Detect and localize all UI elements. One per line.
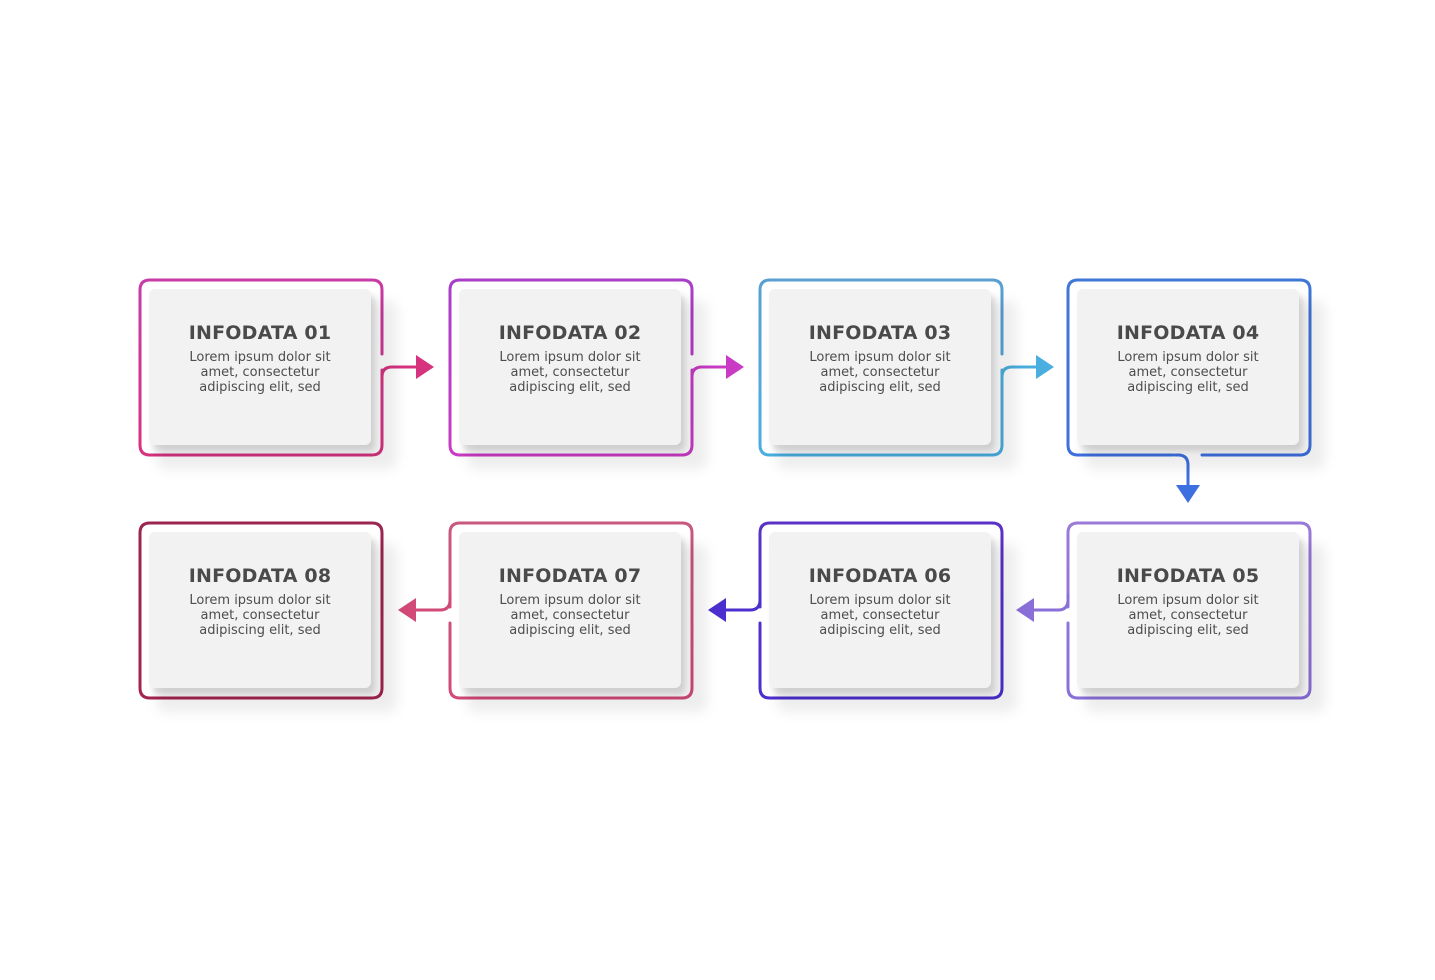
connector-line-4 — [1173, 453, 1190, 487]
card-panel: INFODATA 06 Lorem ipsum dolor sit amet, … — [769, 532, 991, 688]
step-title: INFODATA 02 — [498, 322, 642, 344]
connector-line-3 — [1000, 365, 1038, 386]
step-card-7: INFODATA 07 Lorem ipsum dolor sit amet, … — [449, 522, 707, 712]
step-card-8: INFODATA 08 Lorem ipsum dolor sit amet, … — [139, 522, 397, 712]
arrow-head-icon — [416, 355, 434, 379]
step-card-4: INFODATA 04 Lorem ipsum dolor sit amet, … — [1067, 279, 1325, 469]
card-panel: INFODATA 07 Lorem ipsum dolor sit amet, … — [459, 532, 681, 688]
step-frame-7 — [448, 521, 694, 700]
step-title: INFODATA 08 — [188, 565, 332, 587]
step-frame-6 — [758, 521, 1004, 700]
step-card-6: INFODATA 06 Lorem ipsum dolor sit amet, … — [759, 522, 1017, 712]
card-panel: INFODATA 03 Lorem ipsum dolor sit amet, … — [769, 289, 991, 445]
step-title: INFODATA 04 — [1116, 322, 1260, 344]
step-frame-1 — [138, 278, 384, 457]
arrow-head-icon — [1176, 485, 1200, 503]
connector-line-2 — [690, 365, 728, 386]
step-description: Lorem ipsum dolor sit amet, consectetur … — [189, 350, 331, 395]
connector-line-1 — [380, 365, 418, 386]
card-panel: INFODATA 01 Lorem ipsum dolor sit amet, … — [149, 289, 371, 445]
card-panel: INFODATA 08 Lorem ipsum dolor sit amet, … — [149, 532, 371, 688]
step-card-3: INFODATA 03 Lorem ipsum dolor sit amet, … — [759, 279, 1017, 469]
step-description: Lorem ipsum dolor sit amet, consectetur … — [189, 593, 331, 638]
arrow-head-icon — [1036, 355, 1054, 379]
step-description: Lorem ipsum dolor sit amet, consectetur … — [1117, 593, 1259, 638]
step-description: Lorem ipsum dolor sit amet, consectetur … — [1117, 350, 1259, 395]
step-frame-4 — [1066, 278, 1312, 457]
step-frame-2 — [448, 278, 694, 457]
connector-line-5 — [1032, 593, 1070, 612]
step-card-1: INFODATA 01 Lorem ipsum dolor sit amet, … — [139, 279, 397, 469]
card-panel: INFODATA 02 Lorem ipsum dolor sit amet, … — [459, 289, 681, 445]
step-title: INFODATA 07 — [498, 565, 642, 587]
step-description: Lorem ipsum dolor sit amet, consectetur … — [499, 593, 641, 638]
connector-line-6 — [724, 593, 762, 612]
arrow-head-icon — [1016, 598, 1034, 622]
step-title: INFODATA 03 — [808, 322, 952, 344]
step-card-2: INFODATA 02 Lorem ipsum dolor sit amet, … — [449, 279, 707, 469]
step-frame-3 — [758, 278, 1004, 457]
step-frame-5 — [1066, 521, 1312, 700]
connector-line-7 — [414, 593, 452, 612]
step-title: INFODATA 01 — [188, 322, 332, 344]
arrow-head-icon — [398, 598, 416, 622]
step-description: Lorem ipsum dolor sit amet, consectetur … — [809, 593, 951, 638]
arrow-head-icon — [708, 598, 726, 622]
arrow-head-icon — [726, 355, 744, 379]
step-title: INFODATA 06 — [808, 565, 952, 587]
step-description: Lorem ipsum dolor sit amet, consectetur … — [809, 350, 951, 395]
step-frame-8 — [138, 521, 384, 700]
card-panel: INFODATA 05 Lorem ipsum dolor sit amet, … — [1077, 532, 1299, 688]
step-description: Lorem ipsum dolor sit amet, consectetur … — [499, 350, 641, 395]
step-card-5: INFODATA 05 Lorem ipsum dolor sit amet, … — [1067, 522, 1325, 712]
step-title: INFODATA 05 — [1116, 565, 1260, 587]
card-panel: INFODATA 04 Lorem ipsum dolor sit amet, … — [1077, 289, 1299, 445]
